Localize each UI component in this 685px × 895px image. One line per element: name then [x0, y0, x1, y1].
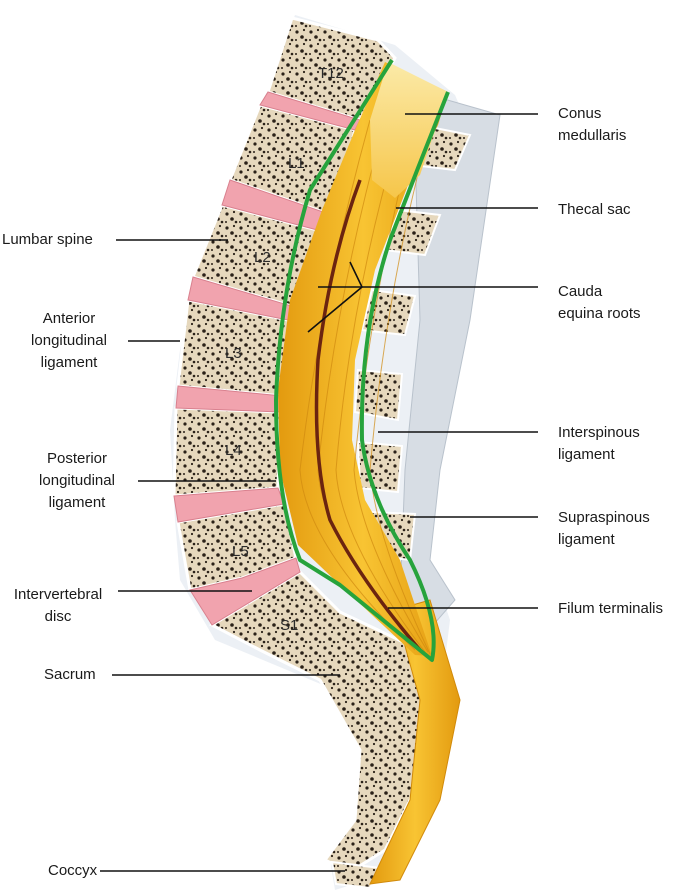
nerve-root-bundle: [278, 62, 448, 656]
leader-lines: [100, 113, 538, 872]
vertebra-label-l3: L3: [225, 345, 242, 362]
label-intervertebral-disc: Intervertebral disc: [13, 586, 103, 625]
thecal-sac: [274, 58, 450, 662]
vertebral-bodies: [172, 16, 442, 890]
vertebra-label-l2: L2: [254, 249, 271, 266]
intervertebral-discs: [173, 91, 361, 626]
label-lumbar-spine: Lumbar spine: [2, 231, 93, 248]
vertebra-label-l4: L4: [225, 442, 242, 459]
label-sacrum: Sacrum: [44, 666, 96, 683]
spinous-process-4: [353, 368, 404, 422]
filum-terminalis: [314, 179, 422, 652]
spinous-processes: [353, 123, 472, 562]
cauda-equina-tail: [369, 599, 461, 885]
label-thecal-sac: Thecal sac: [558, 201, 631, 218]
label-filum-terminalis: Filum terminalis: [558, 600, 664, 617]
label-interspinous-ligament: Interspinous ligament: [558, 424, 640, 463]
label-anterior-longitudinal-ligament: Anterior longitudinal ligament: [31, 310, 107, 371]
label-coccyx: Coccyx: [48, 862, 98, 879]
sacrum-body: [208, 570, 442, 874]
label-conus-medullaris: Conus medullaris: [558, 105, 627, 144]
coccyx-tip: [330, 860, 382, 890]
label-posterior-longitudinal-ligament: Posterior longitudinal ligament: [39, 450, 115, 511]
vertebra-label-l5: L5: [232, 543, 249, 560]
vertebra-label-l1: L1: [288, 155, 305, 172]
vertebra-label-t12: T12: [318, 65, 344, 82]
label-cauda-equina-roots: Cauda equina roots: [558, 283, 641, 322]
label-supraspinous-ligament: Supraspinous ligament: [558, 509, 650, 548]
conus-medullaris: [370, 62, 448, 198]
leader-cauda-equina-branch: [307, 261, 363, 333]
vertebra-label-s1: S1: [280, 617, 298, 634]
